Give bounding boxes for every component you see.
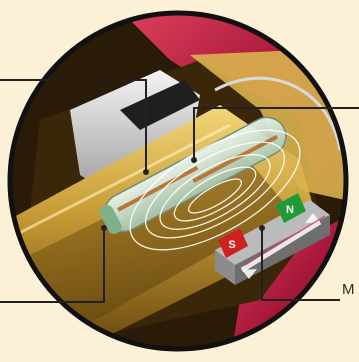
north-label: N <box>286 204 294 216</box>
magnet-callout-label: M <box>342 282 355 297</box>
south-label: S <box>228 239 235 251</box>
